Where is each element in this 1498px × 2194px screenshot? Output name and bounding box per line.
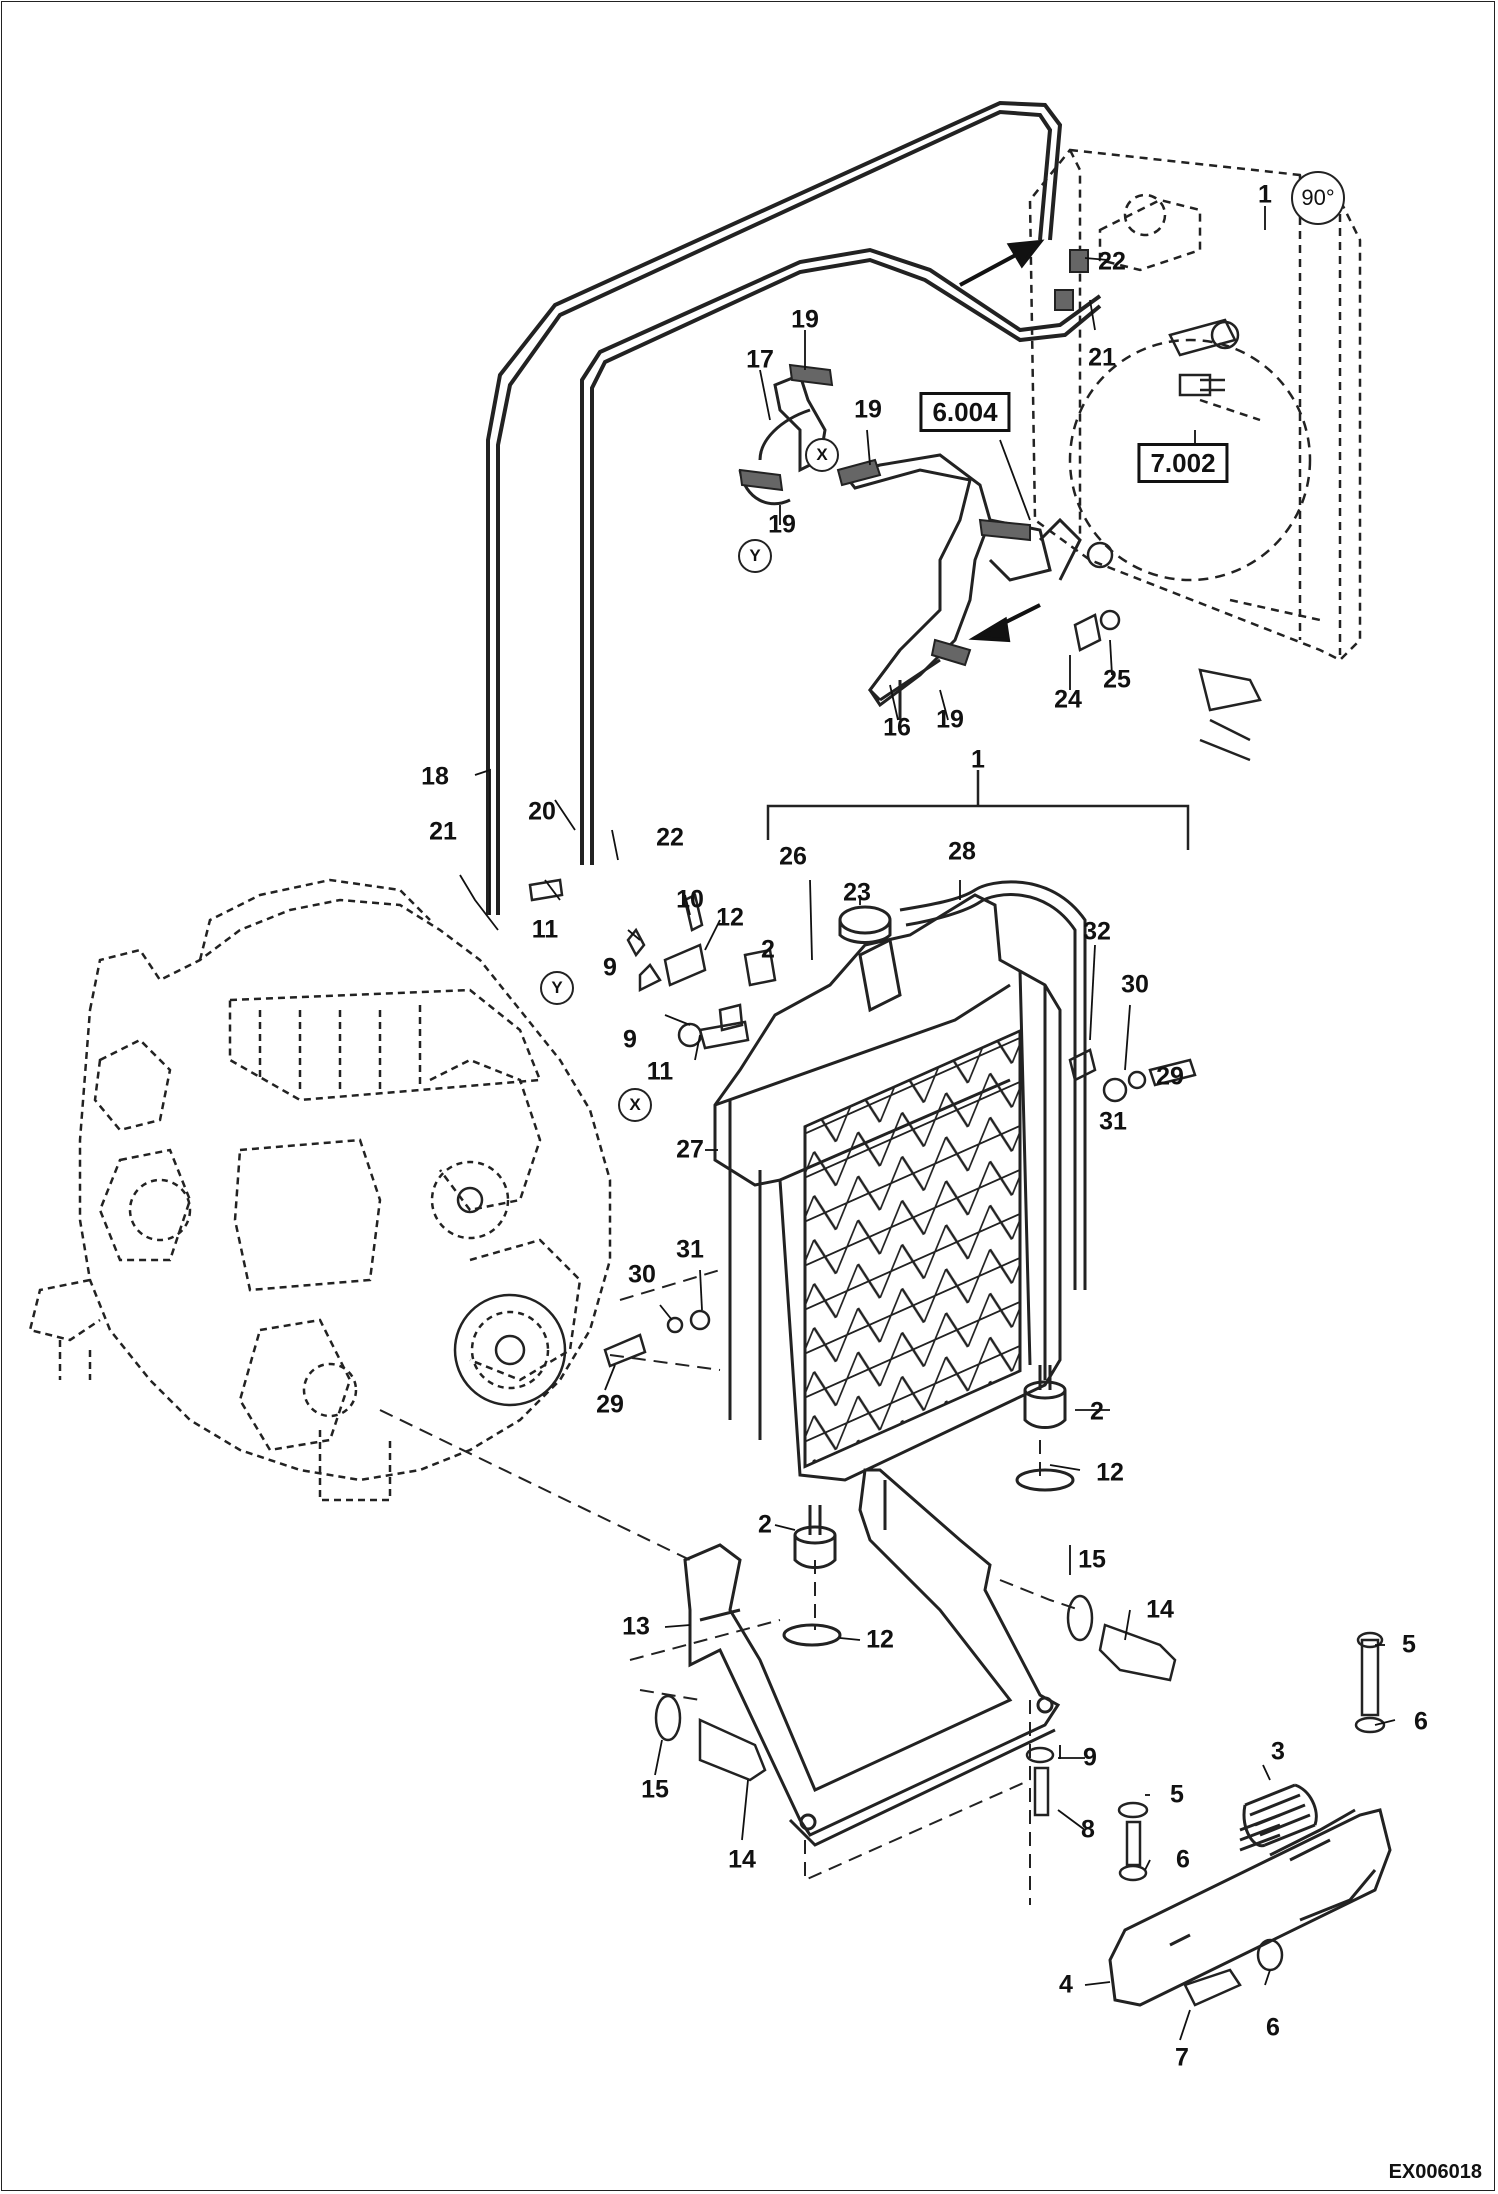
callout-label: 5: [1402, 1630, 1416, 1659]
callout-label: 6: [1266, 2013, 1280, 2042]
callout-label: 15: [641, 1775, 669, 1804]
callout-label: 29: [1156, 1062, 1184, 1091]
radiator-bracket-line: [766, 770, 1190, 850]
callout-label: 14: [1146, 1595, 1174, 1624]
hose-clamps: [738, 249, 1089, 667]
callout-label: 14: [728, 1845, 756, 1874]
rotation-badge: 90°: [1291, 171, 1345, 225]
spring: [1242, 1783, 1318, 1848]
callout-label: 12: [1096, 1458, 1124, 1487]
radiator-upper-fittings: [1168, 318, 1262, 762]
callout-label: 30: [1121, 970, 1149, 999]
callout-label: 19: [854, 395, 882, 424]
radiator-upper-view: [1028, 148, 1362, 662]
callout-label: 27: [676, 1135, 704, 1164]
callout-label: 22: [656, 823, 684, 852]
shield-plate: [1108, 1808, 1392, 2007]
callout-label: 32: [1083, 917, 1111, 946]
callout-label: 9: [623, 1025, 637, 1054]
callout-label: 16: [883, 713, 911, 742]
callout-label: 9: [603, 953, 617, 982]
callout-label: 2: [758, 1510, 772, 1539]
radiator-side-fasteners: [528, 878, 1197, 1368]
callout-label: 19: [936, 705, 964, 734]
reference-box[interactable]: 6.004: [919, 392, 1011, 432]
marker-circle: X: [805, 438, 839, 472]
callout-label: 7: [1175, 2043, 1189, 2072]
callout-label: 21: [429, 817, 457, 846]
callout-label: 9: [1083, 1743, 1097, 1772]
drawing-code: EX006018: [1388, 2161, 1482, 2183]
marker-circle: Y: [738, 539, 772, 573]
callout-label: 22: [1098, 247, 1126, 276]
callout-label: 2: [761, 935, 775, 964]
marker-circle: X: [618, 1088, 652, 1122]
callout-label: 20: [528, 797, 556, 826]
callout-label: 28: [948, 837, 976, 866]
frame-bolts: [654, 1594, 1386, 2007]
callout-label: 10: [676, 885, 704, 914]
coolant-pipes: [486, 100, 1102, 915]
callout-label: 19: [791, 305, 819, 334]
callout-label: 12: [716, 903, 744, 932]
callout-label: 21: [1088, 343, 1116, 372]
small-hardware-upper: [1073, 541, 1121, 652]
callout-label: 31: [1099, 1107, 1127, 1136]
callout-label: 3: [1271, 1737, 1285, 1766]
callout-label: 24: [1054, 685, 1082, 714]
callout-label: 25: [1103, 665, 1131, 694]
callout-label: 11: [646, 1057, 674, 1086]
callout-label: 4: [1059, 1970, 1073, 1999]
reference-box[interactable]: 7.002: [1137, 443, 1229, 483]
callout-label: 5: [1170, 1780, 1184, 1809]
callout-label: 12: [866, 1625, 894, 1654]
radiator-cap: [838, 880, 1087, 1290]
callout-label: 17: [746, 345, 774, 374]
direction-arrows: [959, 239, 1045, 643]
callout-label: 29: [596, 1390, 624, 1419]
callout-label: 2: [1090, 1397, 1104, 1426]
callout-label: 11: [531, 915, 559, 944]
callout-label: 18: [421, 762, 449, 791]
callout-label: 8: [1081, 1815, 1095, 1844]
marker-circle: Y: [540, 971, 574, 1005]
radiator-main: [713, 893, 1062, 1482]
callout-label: 30: [628, 1260, 656, 1289]
callout-label: 1: [971, 745, 985, 774]
engine-pulleys: [128, 1160, 567, 1418]
callout-label: 15: [1078, 1545, 1106, 1574]
callout-label: 1: [1258, 180, 1272, 209]
mounting-frame: [683, 1468, 1061, 1847]
hoses-upper: [738, 373, 1082, 720]
callout-label: 13: [622, 1612, 650, 1641]
callout-label: 31: [676, 1235, 704, 1264]
callout-label: 23: [843, 878, 871, 907]
callout-label: 26: [779, 842, 807, 871]
engine-block: [28, 878, 612, 1502]
callout-label: 6: [1176, 1845, 1190, 1874]
leader-lines: [459, 206, 1396, 2041]
callout-label: 6: [1414, 1707, 1428, 1736]
callout-label: 19: [768, 510, 796, 539]
